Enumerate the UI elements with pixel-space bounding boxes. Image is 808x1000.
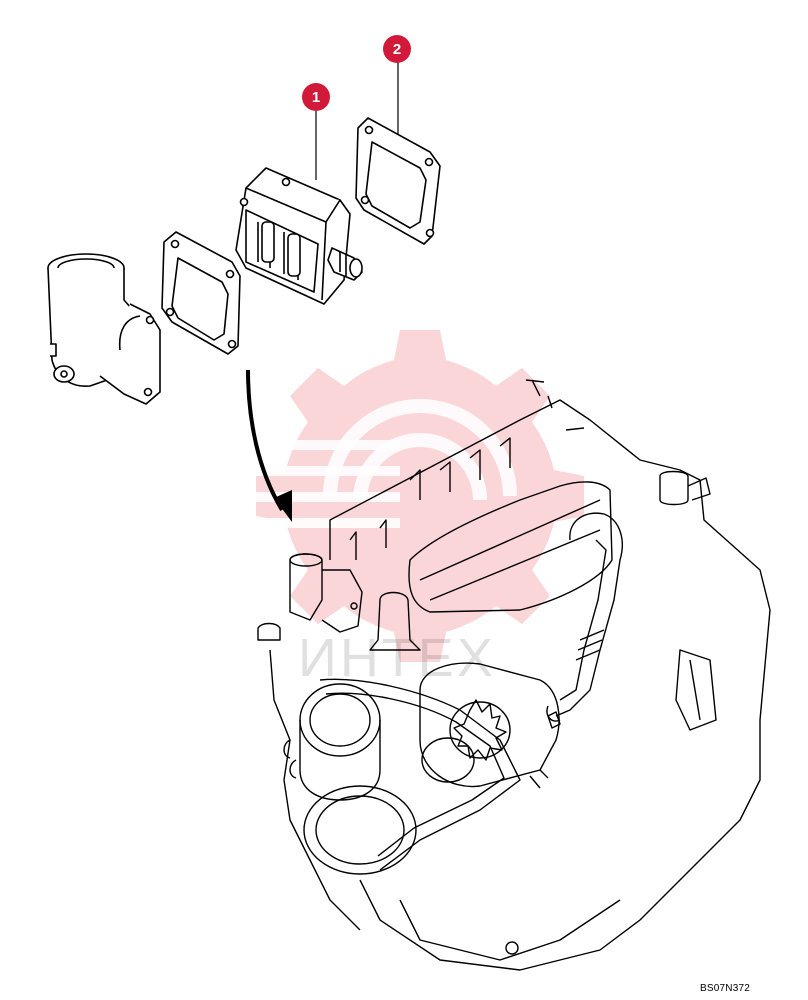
- watermark-stripes: [240, 440, 400, 528]
- engine-assembly: [257, 379, 771, 971]
- callout-1[interactable]: 1: [302, 83, 330, 111]
- callout-1-label: 1: [312, 89, 320, 106]
- water-outlet-elbow[interactable]: [47, 253, 161, 405]
- callout-2-label: 2: [393, 41, 401, 58]
- gasket-lower[interactable]: [161, 231, 241, 355]
- thermostat-housing[interactable]: [235, 167, 363, 305]
- install-arrow: [246, 369, 292, 522]
- callout-2[interactable]: 2: [383, 35, 411, 63]
- gasket-upper[interactable]: [355, 117, 441, 245]
- watermark-text: ИНТЕХ: [298, 628, 496, 688]
- drawing-code: BS07N372: [700, 983, 750, 994]
